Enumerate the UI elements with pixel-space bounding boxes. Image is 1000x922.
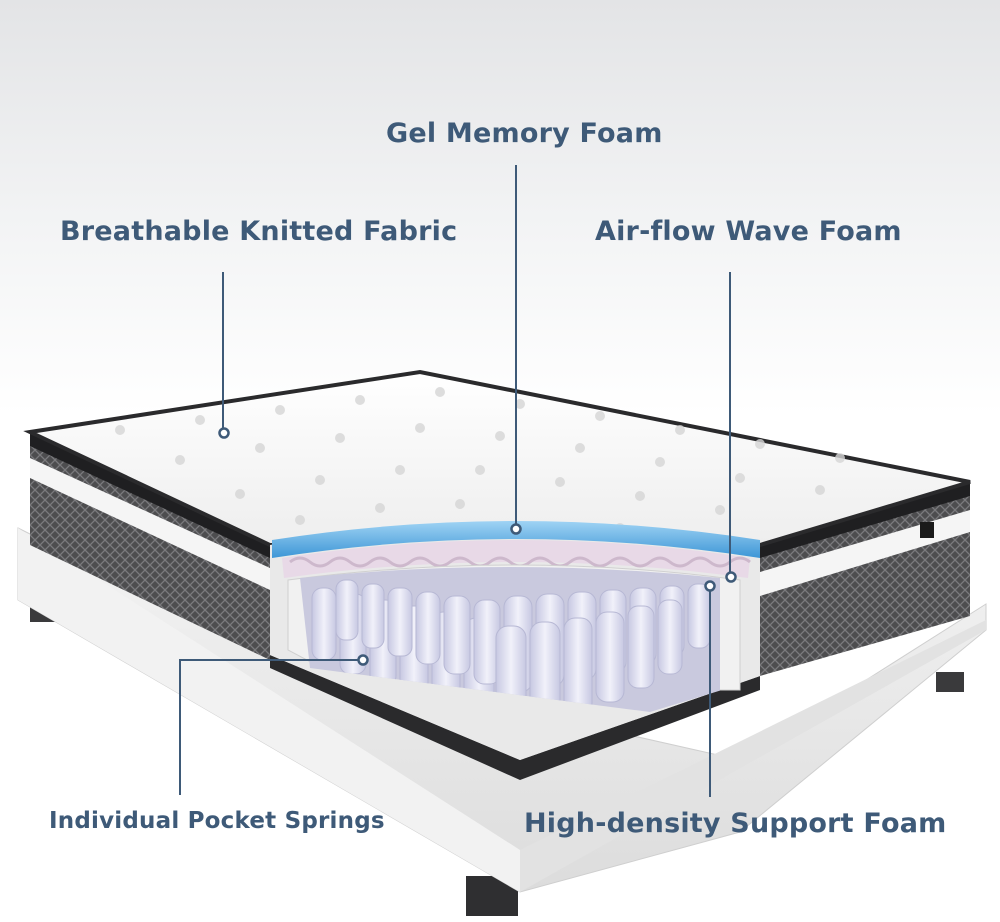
cutaway-section — [270, 521, 760, 760]
individual-pocket-springs-label: Individual Pocket Springs — [49, 808, 385, 834]
leader-lines — [179, 165, 731, 797]
high-density-support-foam-label: High-density Support Foam — [524, 808, 947, 839]
gel-memory-foam-layer — [272, 521, 760, 558]
quilted-top — [23, 369, 971, 547]
wave-foam-layer — [282, 540, 750, 578]
air-flow-wave-foam-label: Air-flow Wave Foam — [595, 216, 902, 247]
mattress-bottom-edge — [270, 655, 760, 780]
breathable-knitted-fabric-label: Breathable Knitted Fabric — [60, 216, 458, 247]
callout-dots — [218, 427, 737, 666]
gel-memory-foam-label: Gel Memory Foam — [386, 118, 663, 149]
